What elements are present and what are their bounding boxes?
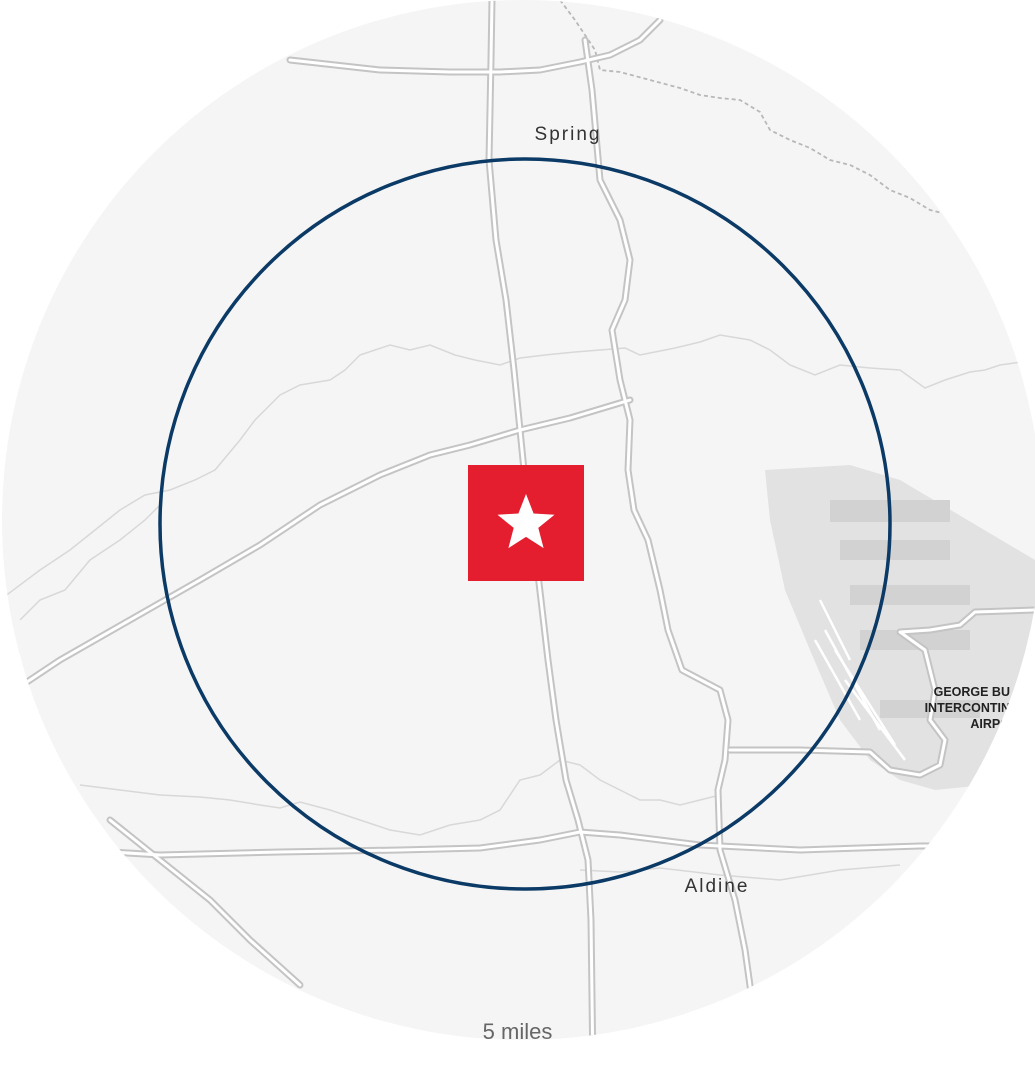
poi-label-line-3: AIRPO (970, 717, 1010, 731)
scale-label: 5 miles (482, 1019, 553, 1044)
star-icon (497, 494, 555, 549)
poi-label-line-1: GEORGE BU (934, 685, 1010, 699)
location-marker[interactable] (468, 465, 584, 581)
place-label-aldine: Aldine (685, 876, 750, 897)
boundary-lines (2, 334, 1035, 881)
radius-ring (158, 157, 892, 891)
airport-runway-stripes (813, 599, 906, 761)
poi-label-line-2: INTERCONTIN (925, 701, 1010, 715)
county-boundary (559, 0, 971, 221)
place-label-spring: Spring (535, 124, 602, 145)
